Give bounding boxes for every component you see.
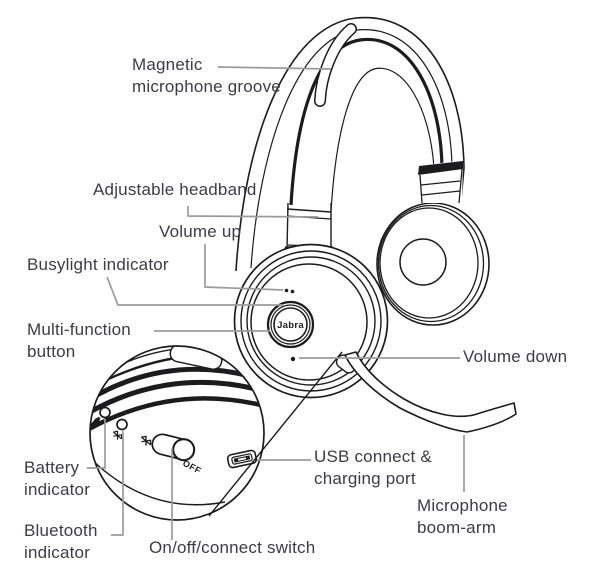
ribbed-stripes <box>90 366 262 431</box>
label-microphone-boom-arm: Microphone boom-arm <box>417 496 508 537</box>
label-busylight-indicator: Busylight indicator <box>27 255 169 274</box>
leader-battery <box>87 419 106 469</box>
headband <box>235 16 465 272</box>
leader-bluetooth <box>111 431 124 536</box>
usb-port-icon <box>226 449 258 469</box>
battery-indicator-led <box>99 406 111 419</box>
leader-magnetic-groove <box>217 66 332 70</box>
label-on-off-connect-switch: On/off/connect switch <box>149 538 316 557</box>
on-off-connect-switch <box>151 433 196 462</box>
adjustable-headband-slider-right <box>418 160 463 204</box>
label-magnetic-microphone-groove: Magnetic microphone groove <box>132 55 281 96</box>
label-bluetooth-indicator: Bluetooth indicator <box>24 521 98 562</box>
volume-down-button <box>290 356 296 362</box>
volume-up-button <box>284 288 295 294</box>
label-battery-indicator: Battery indicator <box>24 458 91 499</box>
leader-lines <box>87 66 465 540</box>
right-ear-cup <box>376 202 490 326</box>
leader-adjustable-headband <box>187 206 319 218</box>
multi-function-button: Jabra <box>266 300 315 349</box>
magnetic-microphone-groove <box>314 23 357 107</box>
leader-busylight <box>106 276 283 306</box>
magnifier-cone-line <box>208 351 343 517</box>
microphone-boom-arm <box>335 351 517 433</box>
label-volume-down: Volume down <box>463 347 568 366</box>
bluetooth-icon <box>140 435 152 446</box>
label-multi-function-button: Multi-function button <box>27 320 131 361</box>
label-volume-up: Volume up <box>159 222 242 241</box>
bluetooth-icon <box>112 430 123 440</box>
battery-icon <box>90 416 101 429</box>
label-usb-connect-charging-port: USB connect & charging port <box>314 447 432 488</box>
label-adjustable-headband: Adjustable headband <box>93 180 257 199</box>
leader-volume-up <box>204 244 284 291</box>
bluetooth-indicator-led <box>116 418 128 431</box>
magnified-detail-circle: OFF <box>89 345 265 521</box>
jabra-logo: Jabra <box>277 320 304 331</box>
